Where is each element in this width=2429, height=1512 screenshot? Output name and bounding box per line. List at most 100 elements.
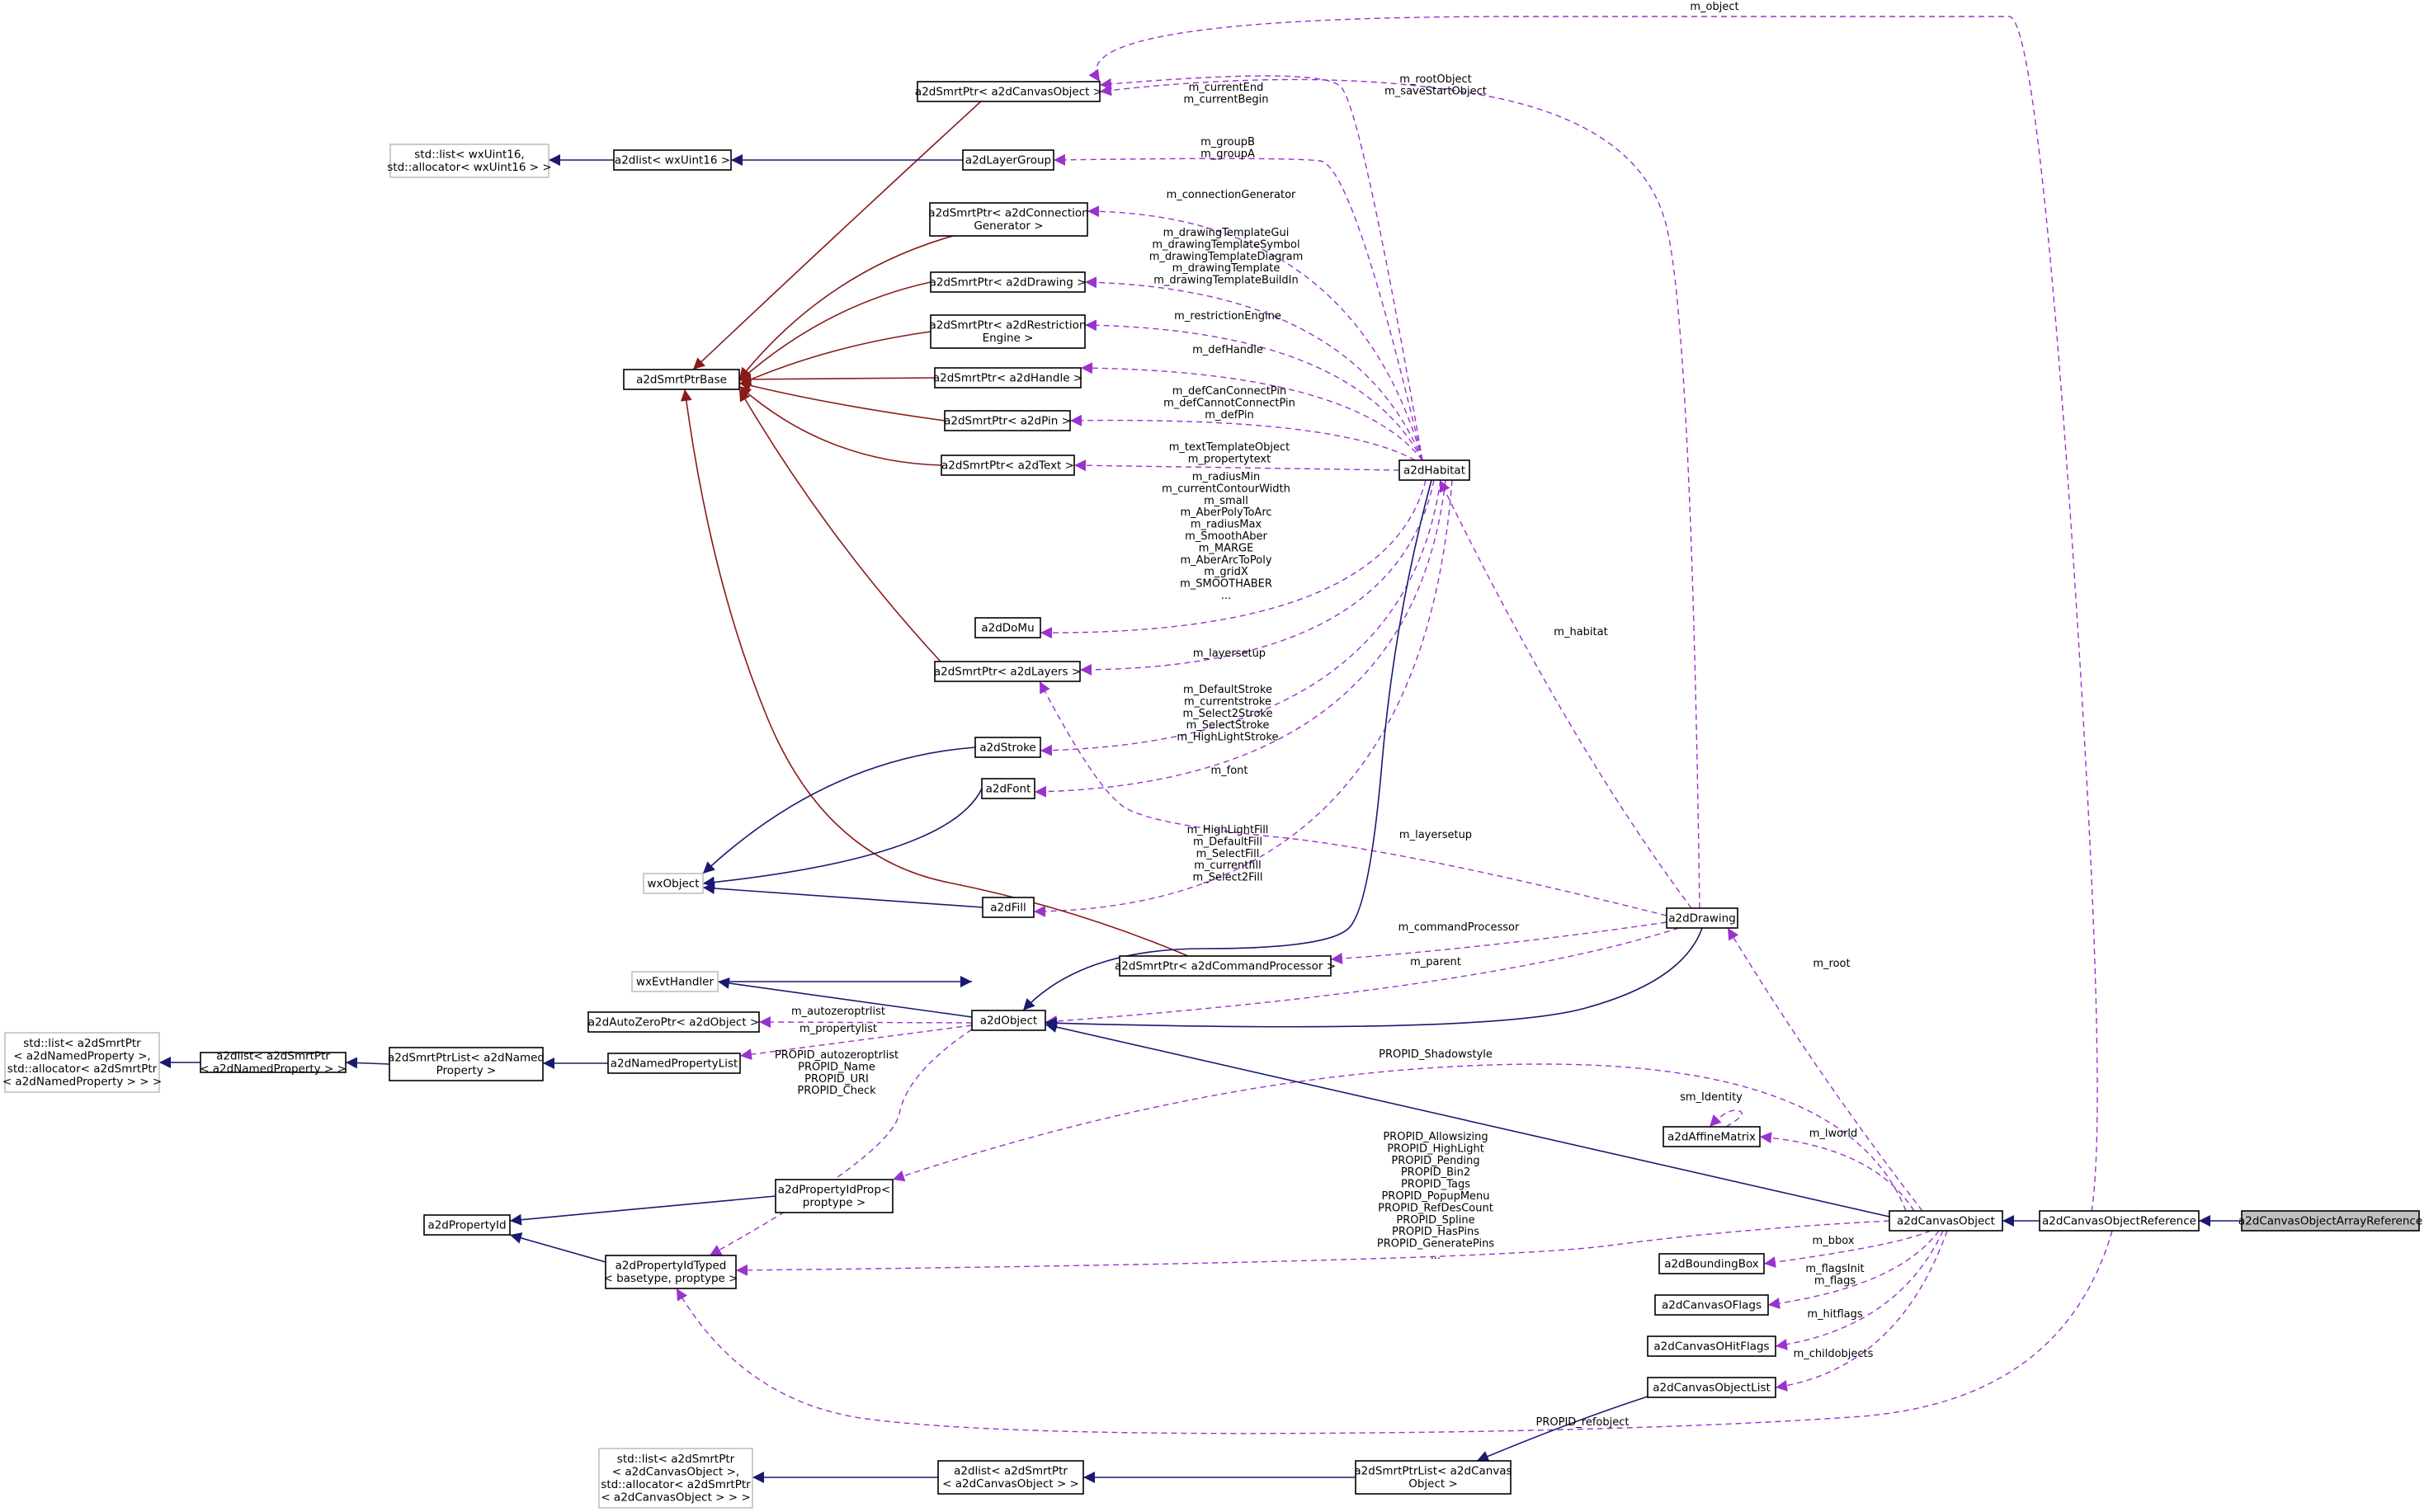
edge-label-line: m_radiusMax bbox=[1191, 519, 1262, 531]
class-node-box bbox=[1889, 1210, 2003, 1232]
edge-label-line: m_currentEnd bbox=[1189, 82, 1264, 94]
class-node-sp-draw[interactable]: a2dSmrtPtr< a2dDrawing > bbox=[930, 271, 1087, 293]
class-node-label-line: a2dPropertyIdTyped bbox=[616, 1260, 727, 1273]
class-node-label: a2dSmrtPtr< a2dPin > bbox=[944, 414, 1071, 427]
class-node-box bbox=[1658, 1253, 1765, 1274]
class-node-layergroup[interactable]: a2dLayerGroup bbox=[962, 149, 1054, 171]
class-node-label: a2dlist< a2dSmrtPtr< a2dCanvasObject > > bbox=[942, 1465, 1079, 1491]
usage-edge bbox=[1099, 78, 1700, 909]
edge-label-line: m_root bbox=[1813, 958, 1850, 970]
class-node-label-line: a2dBoundingBox bbox=[1664, 1257, 1759, 1270]
class-node-box bbox=[1398, 459, 1470, 481]
edge-label-restr: m_restrictionEngine bbox=[1174, 310, 1281, 323]
class-node-label: a2dSmrtPtr< a2dLayers > bbox=[934, 665, 1081, 678]
class-node-font[interactable]: a2dFont bbox=[981, 778, 1035, 799]
class-node-label: a2dCanvasOHitFlags bbox=[1653, 1340, 1769, 1353]
class-node-box bbox=[1647, 1377, 1776, 1398]
class-node-bbox[interactable]: a2dBoundingBox bbox=[1658, 1253, 1765, 1274]
class-node-oflags[interactable]: a2dCanvasOFlags bbox=[1654, 1294, 1769, 1316]
class-node-label-line: a2dPropertyIdProp< bbox=[778, 1184, 890, 1197]
edge-label-line: m_currentContourWidth bbox=[1162, 483, 1290, 495]
usage-edge bbox=[1084, 276, 1423, 461]
edge-label-line: m_textTemplateObject bbox=[1169, 441, 1290, 454]
class-node-wxevt[interactable]: wxEvtHandler bbox=[631, 971, 719, 992]
edge-label-line: m_currentstroke bbox=[1184, 695, 1271, 708]
class-node-cref[interactable]: a2dCanvasObjectReference bbox=[2039, 1210, 2200, 1232]
class-node-drawing[interactable]: a2dDrawing bbox=[1666, 907, 1738, 929]
class-node-ohitflags[interactable]: a2dCanvasOHitFlags bbox=[1647, 1335, 1776, 1357]
class-node-label-line: a2dSmrtPtrList< a2dCanvas bbox=[1354, 1465, 1512, 1478]
edge-label-defh: m_defHandle bbox=[1192, 344, 1263, 356]
class-node-box bbox=[775, 1179, 894, 1213]
class-node-stdlist-co[interactable]: std::list< a2dSmrtPtr< a2dCanvasObject >… bbox=[598, 1448, 753, 1509]
edge-label-line: m_parent bbox=[1410, 956, 1461, 968]
class-node-sp-handle[interactable]: a2dSmrtPtr< a2dHandle > bbox=[933, 367, 1082, 389]
edge-label-line: m_drawingTemplate bbox=[1172, 262, 1281, 275]
class-node-wxobj[interactable]: wxObject bbox=[643, 873, 704, 894]
class-node-box bbox=[2039, 1210, 2200, 1232]
class-node-sp-cmd[interactable]: a2dSmrtPtr< a2dCommandProcessor > bbox=[1115, 955, 1336, 977]
class-node-dlist-np[interactable]: a2dlist< a2dSmrtPtr< a2dNamedProperty > … bbox=[200, 1050, 347, 1076]
edge-label-line: PROPID_HighLight bbox=[1387, 1142, 1484, 1155]
class-node-label: a2dCanvasObjectList bbox=[1653, 1381, 1771, 1394]
smart-pointer-edge bbox=[738, 373, 936, 385]
usage-edge bbox=[1045, 927, 1680, 1027]
class-node-cobj[interactable]: a2dCanvasObject bbox=[1889, 1210, 2003, 1232]
edge-label-line: m_hitflags bbox=[1807, 1308, 1863, 1321]
class-node-affine[interactable]: a2dAffineMatrix bbox=[1663, 1126, 1761, 1147]
class-node-label-line: < a2dNamedProperty > > bbox=[200, 1062, 347, 1076]
class-node-stdlist-np[interactable]: std::list< a2dSmrtPtr< a2dNamedProperty … bbox=[2, 1032, 162, 1093]
edge-label-line: PROPID_URI bbox=[804, 1073, 869, 1086]
class-node-obj[interactable]: a2dObject bbox=[971, 1010, 1046, 1031]
edge-label-line: PROPID_Spline bbox=[1396, 1214, 1474, 1227]
inheritance-edge bbox=[702, 747, 976, 874]
edge-label-line: m_habitat bbox=[1554, 626, 1607, 638]
class-node-label: a2dCanvasOFlags bbox=[1662, 1298, 1762, 1312]
class-node-namedproplist[interactable]: a2dNamedPropertyList bbox=[607, 1053, 741, 1074]
class-node-stdlist16[interactable]: std::list< wxUint16,std::allocator< wxUi… bbox=[387, 144, 552, 178]
class-node-label-line: a2dCanvasObjectReference bbox=[2042, 1214, 2196, 1227]
class-node-dlist-co[interactable]: a2dlist< a2dSmrtPtr< a2dCanvasObject > > bbox=[937, 1460, 1084, 1495]
class-node-smrtbase[interactable]: a2dSmrtPtrBase bbox=[623, 369, 740, 390]
edge-label-line: PROPID_PopupMenu bbox=[1381, 1190, 1489, 1203]
class-node-label: a2dNamedPropertyList bbox=[611, 1057, 738, 1070]
class-node-sp-text[interactable]: a2dSmrtPtr< a2dText > bbox=[941, 455, 1075, 476]
class-node-autozero[interactable]: a2dAutoZeroPtr< a2dObject > bbox=[587, 1011, 760, 1033]
usage-edge bbox=[1053, 153, 1423, 461]
edge-label-line: m_drawingTemplateBuildIn bbox=[1153, 275, 1299, 287]
edge-label-line: m_HighLightFill bbox=[1187, 824, 1269, 836]
edge-label-line: m_SelectStroke bbox=[1186, 719, 1270, 732]
class-node-sp-cobj[interactable]: a2dSmrtPtr< a2dCanvasObject > bbox=[915, 81, 1102, 102]
class-node-caoref[interactable]: a2dCanvasObjectArrayReference bbox=[2238, 1210, 2422, 1232]
class-node-domu[interactable]: a2dDoMu bbox=[974, 617, 1041, 638]
class-node-dlist16[interactable]: a2dlist< wxUint16 > bbox=[613, 149, 732, 171]
class-node-habitat[interactable]: a2dHabitat bbox=[1398, 459, 1470, 481]
edge-label-line: m_Select2Stroke bbox=[1183, 708, 1273, 720]
edge-label-line: m_saveStartObject bbox=[1384, 85, 1487, 97]
class-node-label-line: std::allocator< a2dSmrtPtr bbox=[601, 1478, 751, 1491]
class-node-fill[interactable]: a2dFill bbox=[982, 897, 1035, 918]
class-node-label-line: std::list< a2dSmrtPtr bbox=[617, 1453, 735, 1466]
class-node-label: wxObject bbox=[648, 877, 700, 890]
class-node-propidprop[interactable]: a2dPropertyIdProp<proptype > bbox=[775, 1179, 894, 1213]
class-node-sp-pin[interactable]: a2dSmrtPtr< a2dPin > bbox=[944, 410, 1071, 431]
class-node-stroke[interactable]: a2dStroke bbox=[974, 737, 1041, 758]
class-node-label-line: a2dLayerGroup bbox=[965, 153, 1051, 167]
class-node-sp-layers[interactable]: a2dSmrtPtr< a2dLayers > bbox=[934, 661, 1081, 682]
edge-label-line: m_Select2Fill bbox=[1193, 872, 1263, 884]
class-node-propid[interactable]: a2dPropertyId bbox=[423, 1214, 511, 1236]
edge-label-font: m_font bbox=[1210, 765, 1248, 777]
class-node-propidtyped[interactable]: a2dPropertyIdTyped< basetype, proptype > bbox=[604, 1255, 738, 1289]
inheritance-edge bbox=[345, 1057, 390, 1069]
edge-label-line: PROPID_Shadowstyle bbox=[1379, 1048, 1493, 1061]
class-node-label: a2dSmrtPtr< a2dHandle > bbox=[933, 371, 1082, 384]
class-node-objlist[interactable]: a2dCanvasObjectList bbox=[1647, 1377, 1776, 1398]
